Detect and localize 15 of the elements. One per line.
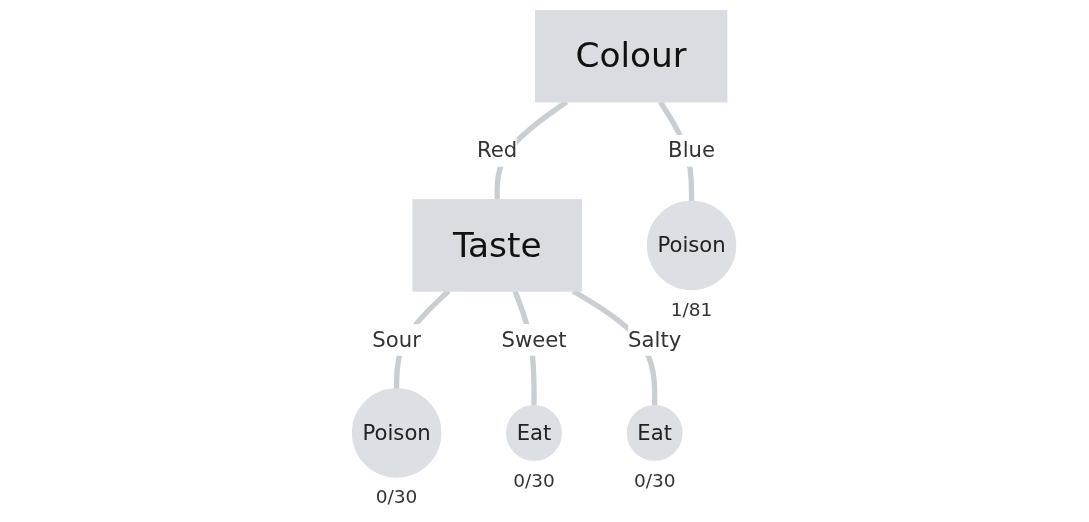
node-caption: 0/30 xyxy=(376,486,418,508)
edge-label: Blue xyxy=(668,137,716,163)
node-caption: 0/30 xyxy=(634,469,676,491)
node-box: Taste xyxy=(412,199,583,292)
node-box: Colour xyxy=(535,9,728,103)
node-circle: Poison xyxy=(352,388,442,478)
node-circle: Eat xyxy=(506,405,563,461)
edge-label: Sour xyxy=(372,326,422,352)
edge-label: Red xyxy=(477,137,518,163)
node-caption: 0/30 xyxy=(513,469,556,491)
edge-label: Salty xyxy=(628,326,682,352)
node-circle: Eat xyxy=(627,405,683,461)
node-circle: Poison xyxy=(647,200,737,291)
node-caption: 1/81 xyxy=(671,298,713,320)
edge-label: Sweet xyxy=(501,326,568,352)
